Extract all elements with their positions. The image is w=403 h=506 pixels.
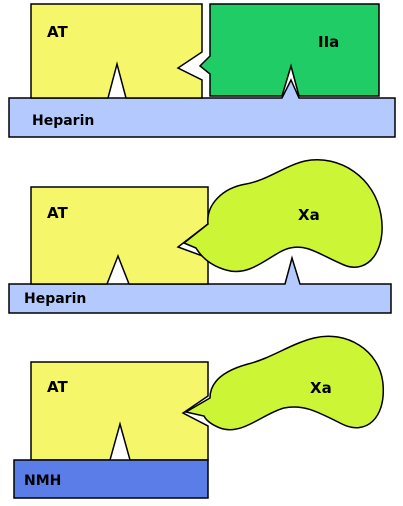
thrombin-label: IIa (318, 33, 339, 51)
antithrombin-label-2: AT (47, 204, 68, 222)
factor-xa-label-1: Xa (298, 206, 320, 224)
factor-xa-shape-2 (186, 336, 383, 429)
antithrombin-shape-3 (31, 362, 208, 460)
heparin-label-2: Heparin (24, 291, 86, 307)
panel-3: AT Xa NMH (14, 336, 383, 498)
antithrombin-label-3: AT (47, 378, 68, 396)
factor-xa-label-2: Xa (310, 379, 332, 397)
antithrombin-shape-2 (31, 187, 208, 284)
lmwh-label: NMH (24, 473, 61, 489)
panel-1: AT IIa Heparin (9, 4, 395, 137)
factor-xa-shape-1 (184, 160, 382, 272)
panel-2: AT Xa Heparin (9, 160, 391, 313)
heparin-label-1: Heparin (32, 113, 94, 129)
antithrombin-label-1: AT (47, 23, 68, 41)
antithrombin-shape-1 (31, 4, 202, 98)
